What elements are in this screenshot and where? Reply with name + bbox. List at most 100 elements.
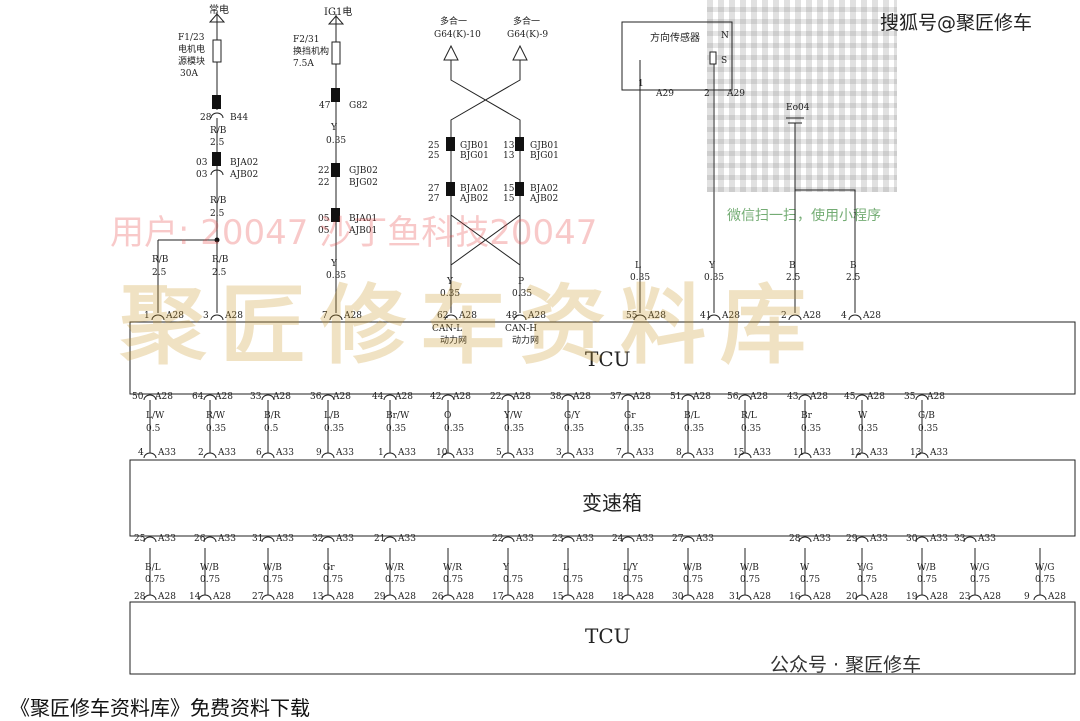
row-a-gearbox-connector: A33: [812, 448, 831, 458]
can-l-arrow: [443, 44, 459, 61]
terminal-pin: [915, 536, 929, 543]
connector-block: [515, 182, 524, 196]
row-a-gearbox-pin: 4: [138, 448, 144, 458]
terminal-pin: [798, 536, 812, 543]
row-a-pin-connector: A28: [749, 392, 768, 402]
connector-block: [212, 152, 221, 166]
row-b-wire-gauge: 0.75: [443, 575, 463, 585]
terminal-pin: [963, 536, 977, 543]
terminal-pin: [198, 594, 212, 601]
terminal-pin: [143, 536, 157, 543]
row-a-pin-connector: A28: [332, 392, 351, 402]
tcu-bottom-pin-connector: A28: [575, 592, 594, 602]
lc-a-gauge: 2.5: [152, 268, 167, 278]
direction-sensor-box: [621, 21, 733, 91]
watermark-brand: 聚匠修车资料库: [120, 276, 820, 376]
row-b-pin-connector: A33: [812, 534, 831, 544]
terminal-pin: [855, 536, 869, 543]
row-a-pin-connector: A28: [214, 392, 233, 402]
row-a-pin-number: 33: [250, 392, 262, 402]
row-a-pin-connector: A28: [632, 392, 651, 402]
connector-block: [515, 137, 524, 151]
terminal-pin: [501, 536, 515, 543]
row-b-wire-color: Y/G: [856, 563, 873, 573]
can-r-c1-pin: 13: [503, 141, 515, 151]
tcu-bottom-pin-connector: A28: [812, 592, 831, 602]
row-a-wire-gauge: 0.5: [264, 424, 279, 434]
sensor-w1-gauge: 0.35: [630, 273, 650, 283]
row-b-pin-connector: A33: [217, 534, 236, 544]
row-b-wire-color: Y: [502, 563, 510, 573]
bottom-banner-text: 《聚匠修车资料库》免费资料下载: [10, 696, 310, 720]
row-a-wire-color: G/B: [918, 411, 935, 421]
tcu-bottom-pin-connector: A28: [695, 592, 714, 602]
can-l-name: CAN-L: [432, 324, 462, 334]
power1-fuse-id: F1/23: [178, 33, 205, 43]
tcu-bottom-pin-number: 16: [789, 592, 801, 602]
row-a-wire-gauge: 0.35: [444, 424, 464, 434]
sensor-pin1: 1: [638, 79, 644, 89]
power1-fuse-name-2: 源模块: [178, 55, 205, 67]
terminal-pin: [681, 594, 695, 601]
row-b-wire-gauge: 0.75: [200, 575, 220, 585]
row-a-wire-gauge: 0.35: [858, 424, 878, 434]
can-l-net: 动力网: [440, 334, 467, 346]
can-l-c1-pin: 25: [428, 141, 440, 151]
row-a-gearbox-pin: 13: [910, 448, 922, 458]
terminal-pin: [915, 452, 929, 459]
row-a-gearbox-connector: A33: [157, 448, 176, 458]
row-a-wire-gauge: 0.35: [386, 424, 406, 434]
row-a-wire-color: R/L: [741, 411, 757, 421]
mc-c1-conn: G82: [349, 101, 368, 111]
row-a-gearbox-connector: A33: [397, 448, 416, 458]
row-a-wire-color: L/B: [324, 411, 340, 421]
can-l-gauge: 0.35: [440, 289, 460, 299]
row-a-pin-connector: A28: [572, 392, 591, 402]
row-b-pin-number: 26: [194, 534, 206, 544]
mc-c2-conn-b: BJG02: [349, 178, 378, 188]
can-r-color: P: [518, 277, 524, 287]
row-b-wire-gauge: 0.75: [857, 575, 877, 585]
terminal-pin: [210, 314, 224, 321]
row-b-pin-number: 30: [906, 534, 918, 544]
row-a-pin-number: 43: [787, 392, 799, 402]
tcu-bottom-pin-connector: A28: [515, 592, 534, 602]
row-a-pin-number: 50: [132, 392, 144, 402]
row-b-wire-gauge: 0.75: [323, 575, 343, 585]
gearbox-label: 变速箱: [582, 491, 642, 515]
terminal-pin: [261, 594, 275, 601]
lc-c2-conn-a: BJA02: [230, 158, 258, 168]
row-a-gearbox-pin: 9: [316, 448, 322, 458]
sensor-magnet: [709, 51, 717, 65]
row-b-wire-gauge: 0.75: [503, 575, 523, 585]
row-b-pin-connector: A33: [275, 534, 294, 544]
tcu-top-pin-number: 2: [781, 311, 787, 321]
row-a-wire-color: B/R: [264, 411, 281, 421]
header-text: 搜狐号@聚匠修车: [880, 12, 1033, 34]
power2-source: IG1电: [324, 5, 352, 18]
row-a-gearbox-connector: A33: [275, 448, 294, 458]
row-b-wire-gauge: 0.75: [1035, 575, 1055, 585]
can-r-c1-pin-b: 13: [503, 151, 515, 161]
tcu-bottom-pin-number: 30: [672, 592, 684, 602]
can-r-top: 多合一: [513, 15, 540, 27]
mc-c2-conn-a: GJB02: [349, 166, 378, 176]
row-b-wire-gauge: 0.75: [145, 575, 165, 585]
row-a-pin-number: 64: [192, 392, 204, 402]
mc-c3-pin: 05: [318, 214, 330, 224]
mc-w1-gauge: 0.35: [326, 136, 346, 146]
row-b-wire-gauge: 0.75: [623, 575, 643, 585]
terminal-pin: [329, 314, 343, 321]
lc-w1-gauge: 2.5: [210, 138, 225, 148]
row-a-wire-color: O: [444, 411, 451, 421]
row-a-gearbox-pin: 10: [436, 448, 448, 458]
connector-block: [446, 182, 455, 196]
row-b-wire-gauge: 0.75: [683, 575, 703, 585]
power-arrow-1: [208, 13, 226, 23]
power1-amp: 30A: [180, 69, 198, 79]
row-b-pin-connector: A33: [157, 534, 176, 544]
row-a-gearbox-connector: A33: [695, 448, 714, 458]
row-a-gearbox-pin: 3: [556, 448, 562, 458]
row-b-pin-connector: A33: [695, 534, 714, 544]
